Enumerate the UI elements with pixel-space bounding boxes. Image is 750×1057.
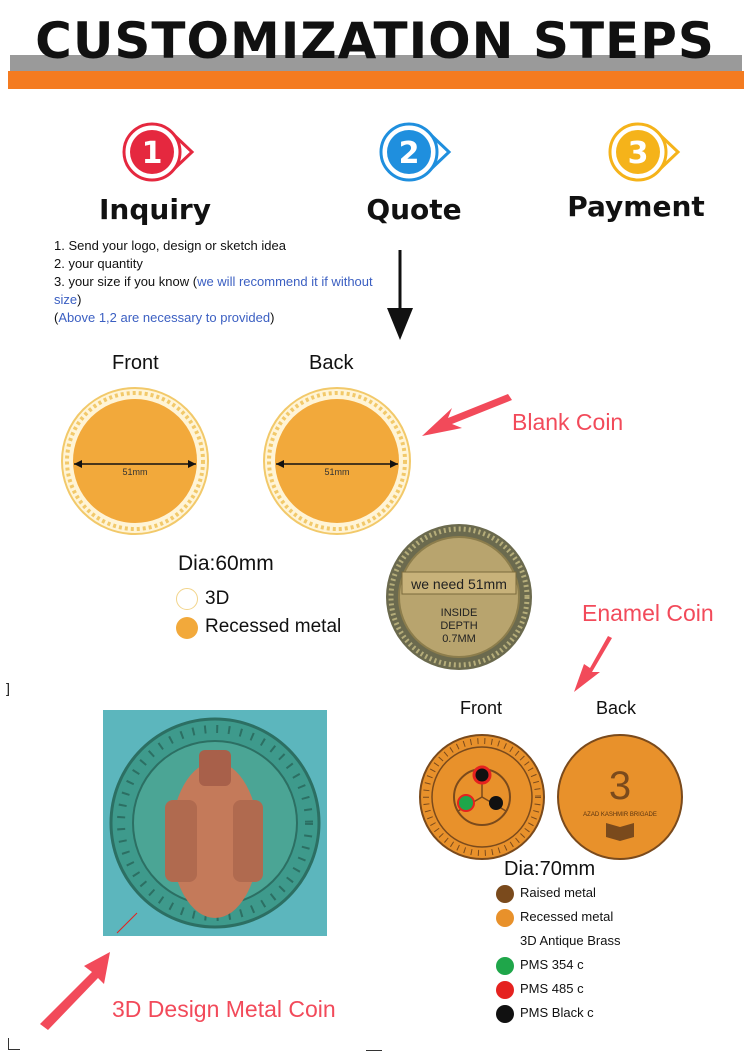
title-orange-bar bbox=[8, 71, 744, 89]
inquiry-instructions: 1. Send your logo, design or sketch idea… bbox=[54, 237, 384, 327]
page-title: CUSTOMIZATION STEPS bbox=[35, 12, 715, 70]
legend-pmsblack-label: PMS Black c bbox=[520, 1005, 594, 1020]
inquiry-line-4-note: Above 1,2 are necessary to provided bbox=[58, 310, 271, 325]
legend-pms354-label: PMS 354 c bbox=[520, 957, 584, 972]
inquiry-line-2: 2. your quantity bbox=[54, 256, 143, 271]
corner-mark-left bbox=[8, 1038, 20, 1050]
bracket-mark: ] bbox=[6, 680, 10, 696]
step-1-label: Inquiry bbox=[99, 193, 211, 226]
step-3-number: 3 bbox=[628, 136, 649, 171]
legend-3d-swatch bbox=[176, 588, 198, 610]
inquiry-line-3: 3. your size if you know (we will recomm… bbox=[54, 273, 384, 309]
legend-recessed-enamel-label: Recessed metal bbox=[520, 909, 614, 924]
legend-recessed-swatch bbox=[176, 617, 198, 639]
blank-back-measure: 51mm bbox=[324, 467, 349, 477]
title-grey-band bbox=[10, 55, 742, 71]
3d-design-arrow-icon bbox=[40, 952, 110, 1030]
legend-pmsblack-swatch bbox=[496, 1005, 514, 1023]
inquiry-line-4-end: ) bbox=[270, 310, 275, 325]
enamel-back-label: Back bbox=[596, 698, 637, 718]
inquiry-line-3-start: 3. your size if you know ( bbox=[54, 274, 198, 289]
blank-front-label: Front bbox=[112, 352, 159, 374]
legend-recessed-label: Recessed metal bbox=[205, 616, 342, 637]
blank-coin-front: 51mm bbox=[61, 387, 209, 535]
enamel-back-number: 3 bbox=[609, 764, 631, 808]
step-2-icon: 2 bbox=[379, 122, 452, 182]
blank-back-label: Back bbox=[309, 352, 354, 374]
blank-coin-diameter: Dia:60mm bbox=[178, 552, 274, 575]
step-2-label: Quote bbox=[366, 193, 462, 226]
blank-coin-back: 51mm bbox=[263, 387, 411, 535]
legend-pms354-swatch bbox=[496, 957, 514, 975]
enamel-coin-arrow-icon bbox=[574, 636, 612, 692]
3d-design-annotation: 3D Design Metal Coin bbox=[112, 996, 336, 1022]
inquiry-line-1: 1. Send your logo, design or sketch idea bbox=[54, 238, 286, 253]
inquiry-line-3-note: we will recommend it if without size bbox=[54, 274, 373, 307]
down-arrow-icon bbox=[387, 250, 413, 340]
step-3-label: Payment bbox=[567, 190, 705, 223]
sample-coin-text-3: DEPTH bbox=[440, 620, 477, 632]
sample-coin-text-4: 0.7MM bbox=[442, 633, 476, 645]
inquiry-line-3-end: ) bbox=[77, 292, 82, 307]
enamel-coin-back: 3 AZAD KASHMIR BRIGADE bbox=[557, 734, 683, 860]
legend-3d-label: 3D bbox=[205, 588, 230, 609]
step-1-icon: 1 bbox=[122, 122, 195, 182]
3d-design-coin-render bbox=[103, 710, 327, 936]
legend-recessed-enamel-swatch bbox=[496, 909, 514, 927]
inquiry-line-4-start: ( bbox=[54, 310, 59, 325]
step-1-number: 1 bbox=[142, 136, 163, 171]
corner-mark-bottom bbox=[366, 1050, 382, 1051]
legend-raised-label: Raised metal bbox=[520, 885, 596, 900]
legend-raised-swatch bbox=[496, 885, 514, 903]
sample-brass-coin: we need 51mm INSIDE DEPTH 0.7MM bbox=[386, 524, 532, 670]
enamel-back-text: AZAD KASHMIR BRIGADE bbox=[583, 812, 657, 818]
blank-coin-arrow-icon bbox=[422, 394, 512, 436]
legend-antique-brass-label: 3D Antique Brass bbox=[520, 933, 621, 948]
step-3-icon: 3 bbox=[608, 122, 681, 182]
inquiry-line-4: (Above 1,2 are necessary to provided) bbox=[54, 309, 384, 327]
sample-coin-text-2: INSIDE bbox=[441, 607, 478, 619]
enamel-coin-front bbox=[419, 734, 545, 860]
step-2-number: 2 bbox=[399, 136, 420, 171]
sample-coin-text-1: we need 51mm bbox=[410, 576, 507, 592]
enamel-front-label: Front bbox=[460, 698, 503, 718]
blank-front-measure: 51mm bbox=[122, 467, 147, 477]
enamel-coin-annotation: Enamel Coin bbox=[582, 600, 714, 626]
legend-pms485-swatch bbox=[496, 981, 514, 999]
blank-coin-annotation: Blank Coin bbox=[512, 409, 624, 435]
legend-pms485-label: PMS 485 c bbox=[520, 981, 584, 996]
enamel-coin-diameter: Dia:70mm bbox=[504, 858, 596, 880]
